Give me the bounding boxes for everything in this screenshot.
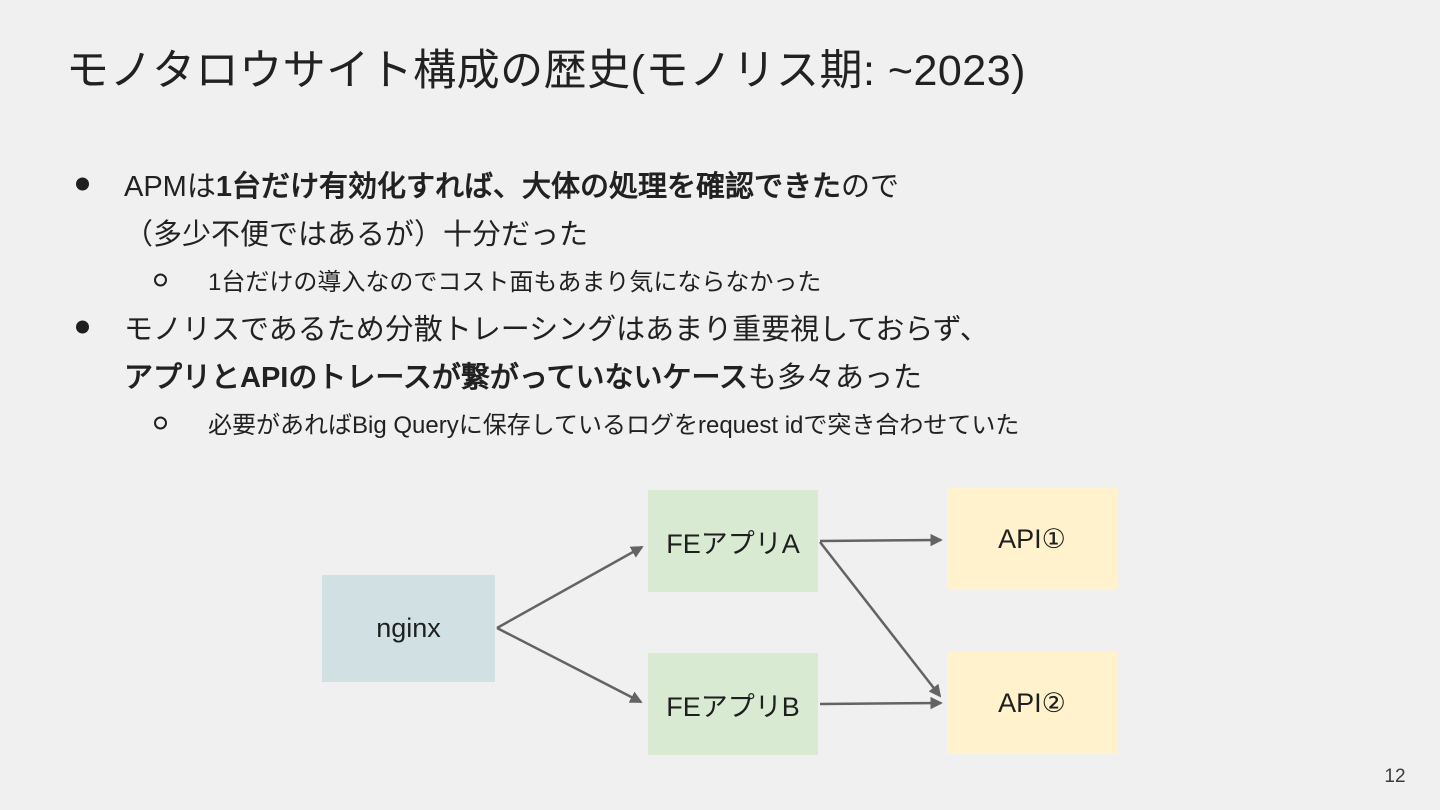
page-number: 12 bbox=[1384, 766, 1406, 787]
bullet-text-segment: 必要があればBig Queryに保存しているログをrequest idで突き合わ… bbox=[208, 412, 1020, 439]
bullet-text-segment: 1台だけの導入なのでコスト面もあまり気にならなかった bbox=[208, 269, 822, 296]
diagram-node-label: API① bbox=[998, 523, 1066, 554]
diagram-node-label: FEアプリA bbox=[666, 528, 800, 559]
sub-bullet-marker bbox=[152, 256, 208, 303]
bullet-marker bbox=[66, 303, 124, 351]
bullet-text: 1台だけの導入なのでコスト面もあまり気にならなかった bbox=[208, 262, 821, 297]
bullet-text: アプリとAPIのトレースが繋がっていないケースも多々あった bbox=[124, 354, 922, 396]
bullet-text: （多少不便ではあるが）十分だった bbox=[124, 211, 588, 253]
bullet-item: （多少不便ではあるが）十分だった bbox=[66, 208, 1386, 256]
slide-title: モノタロウサイト構成の歴史(モノリス期: ~2023) bbox=[66, 47, 1026, 95]
diagram-node-fe-b: FEアプリB bbox=[648, 653, 818, 755]
bullet-text-segment: モノリスであるため分散トレーシングはあまり重要視しておらず、 bbox=[124, 314, 989, 346]
bullet-text-bold-segment: アプリとAPIのトレースが繋がっていないケース bbox=[124, 362, 748, 394]
bullet-text-segment: も多々あった bbox=[748, 362, 923, 394]
diagram-node-nginx: nginx bbox=[322, 575, 495, 682]
sub-bullet-item: 必要があればBig Queryに保存しているログをrequest idで突き合わ… bbox=[152, 399, 1386, 446]
diagram-node-label: API② bbox=[998, 687, 1066, 718]
bullet-item: モノリスであるため分散トレーシングはあまり重要視しておらず、 bbox=[66, 303, 1386, 351]
diagram-node-label: nginx bbox=[376, 613, 441, 643]
bullet-text-segment: APMは bbox=[124, 171, 216, 203]
diagram-arrow-fe-a-to-api-2 bbox=[819, 541, 942, 698]
bullet-list: APMは1台だけ有効化すれば、大体の処理を確認できたので （多少不便ではあるが）十… bbox=[66, 160, 1386, 446]
bullet-text: APMは1台だけ有効化すれば、大体の処理を確認できたので bbox=[124, 163, 899, 205]
bullet-marker-spacer bbox=[66, 351, 124, 399]
bullet-text: 必要があればBig Queryに保存しているログをrequest idで突き合わ… bbox=[208, 405, 1019, 440]
bullet-text-bold-segment: 1台だけ有効化すれば、大体の処理を確認できた bbox=[215, 171, 841, 203]
diagram-node-label: FEアプリB bbox=[666, 691, 800, 722]
diagram-arrow-fe-a-to-api-1 bbox=[819, 533, 943, 547]
bullet-item: アプリとAPIのトレースが繋がっていないケースも多々あった bbox=[66, 351, 1386, 399]
diagram-arrow-fe-b-to-api-2 bbox=[819, 696, 943, 710]
diagram-node-api-2: API② bbox=[947, 652, 1117, 754]
bullet-marker-spacer bbox=[66, 208, 124, 256]
diagram-node-api-1: API① bbox=[947, 488, 1117, 590]
sub-bullet-marker bbox=[152, 399, 208, 446]
sub-bullet-item: 1台だけの導入なのでコスト面もあまり気にならなかった bbox=[152, 256, 1386, 303]
diagram-node-fe-a: FEアプリA bbox=[648, 490, 818, 592]
diagram-arrow-nginx-to-fe-a bbox=[496, 545, 644, 630]
bullet-marker bbox=[66, 160, 124, 208]
bullet-text: モノリスであるため分散トレーシングはあまり重要視しておらず、 bbox=[124, 306, 989, 348]
bullet-text-segment: ので bbox=[840, 171, 899, 203]
bullet-item: APMは1台だけ有効化すれば、大体の処理を確認できたので bbox=[66, 160, 1386, 208]
diagram-arrow-nginx-to-fe-b bbox=[496, 626, 643, 704]
bullet-text-segment: （多少不便ではあるが）十分だった bbox=[124, 219, 589, 251]
